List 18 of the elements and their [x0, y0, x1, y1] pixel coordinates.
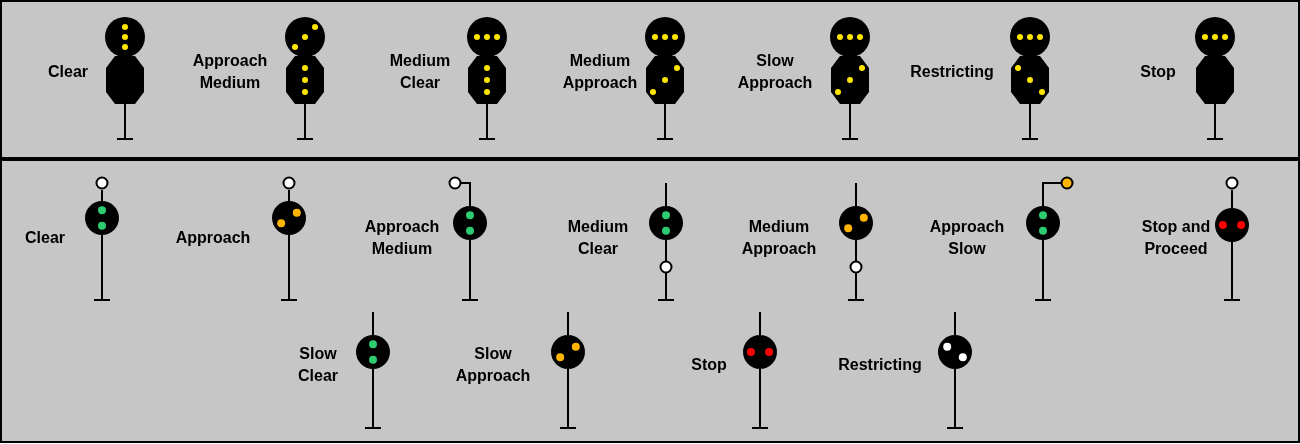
signal-label: Stop and Proceed [1141, 217, 1211, 259]
signal-label: Medium Approach [561, 51, 639, 93]
signal-label: Stop [691, 355, 727, 375]
signal-label: Stop [1140, 62, 1176, 82]
signal-label: Clear [25, 228, 65, 248]
signal-label: Medium Clear [566, 217, 630, 259]
signal-label: Approach Slow [928, 217, 1006, 259]
signal-label: Slow Approach [736, 51, 814, 93]
signal-label: Approach [175, 228, 251, 248]
signal-label: Slow Approach [454, 344, 532, 386]
signal-label: Approach Medium [363, 217, 441, 259]
signal-label: Clear [48, 62, 88, 82]
signal-label: Slow Clear [297, 344, 339, 386]
signal-label: Restricting [838, 355, 922, 375]
signal-label: Medium Clear [388, 51, 452, 93]
signal-label: Approach Medium [191, 51, 269, 93]
signal-label: Restricting [910, 62, 994, 82]
signal-label: Medium Approach [740, 217, 818, 259]
